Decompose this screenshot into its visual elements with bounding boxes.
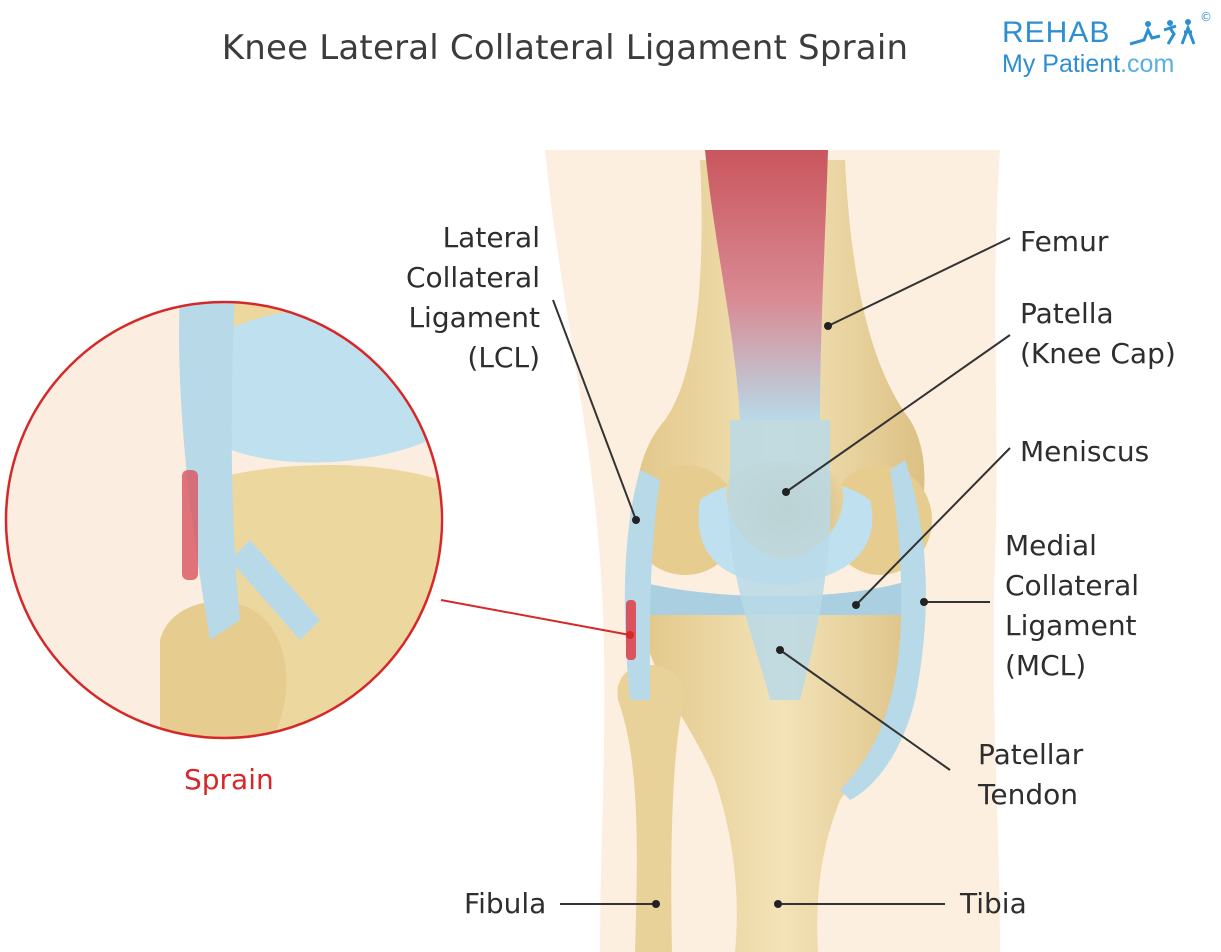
label-lcl-line4: (LCL)	[380, 338, 540, 378]
label-patellar-tendon-line1: Patellar	[978, 735, 1083, 775]
label-meniscus: Meniscus	[1020, 432, 1149, 472]
patellar-tendon-dot	[776, 646, 784, 654]
sprain-connector-dot	[626, 631, 634, 639]
label-lcl-line3: Ligament	[380, 298, 540, 338]
lcl-sprain-mark	[626, 600, 636, 660]
label-femur: Femur	[1020, 222, 1108, 262]
label-patellar-tendon-line2: Tendon	[978, 775, 1083, 815]
meniscus-dot	[852, 601, 860, 609]
label-mcl-line3: Ligament	[1005, 606, 1139, 646]
femur-dot	[824, 322, 832, 330]
fibula-dot	[652, 900, 660, 908]
label-tibia: Tibia	[960, 884, 1027, 924]
label-mcl-line4: (MCL)	[1005, 646, 1139, 686]
label-lcl: Lateral Collateral Ligament (LCL)	[380, 218, 540, 378]
label-mcl-line1: Medial	[1005, 526, 1139, 566]
label-patella-line1: Patella	[1020, 294, 1176, 334]
label-lcl-line1: Lateral	[380, 218, 540, 258]
label-fibula: Fibula	[464, 884, 546, 924]
label-mcl: Medial Collateral Ligament (MCL)	[1005, 526, 1139, 686]
label-sprain: Sprain	[184, 760, 274, 800]
label-lcl-line2: Collateral	[380, 258, 540, 298]
sprain-connector-line	[441, 600, 630, 635]
mcl-dot	[920, 598, 928, 606]
lcl-dot	[632, 516, 640, 524]
zoom-sprain-mark	[182, 470, 198, 580]
label-mcl-line2: Collateral	[1005, 566, 1139, 606]
label-patella: Patella (Knee Cap)	[1020, 294, 1176, 374]
sprain-zoom-inset	[6, 280, 442, 760]
label-patellar-tendon: Patellar Tendon	[978, 735, 1083, 815]
patella-dot	[782, 488, 790, 496]
label-patella-line2: (Knee Cap)	[1020, 334, 1176, 374]
tibia-dot	[774, 900, 782, 908]
